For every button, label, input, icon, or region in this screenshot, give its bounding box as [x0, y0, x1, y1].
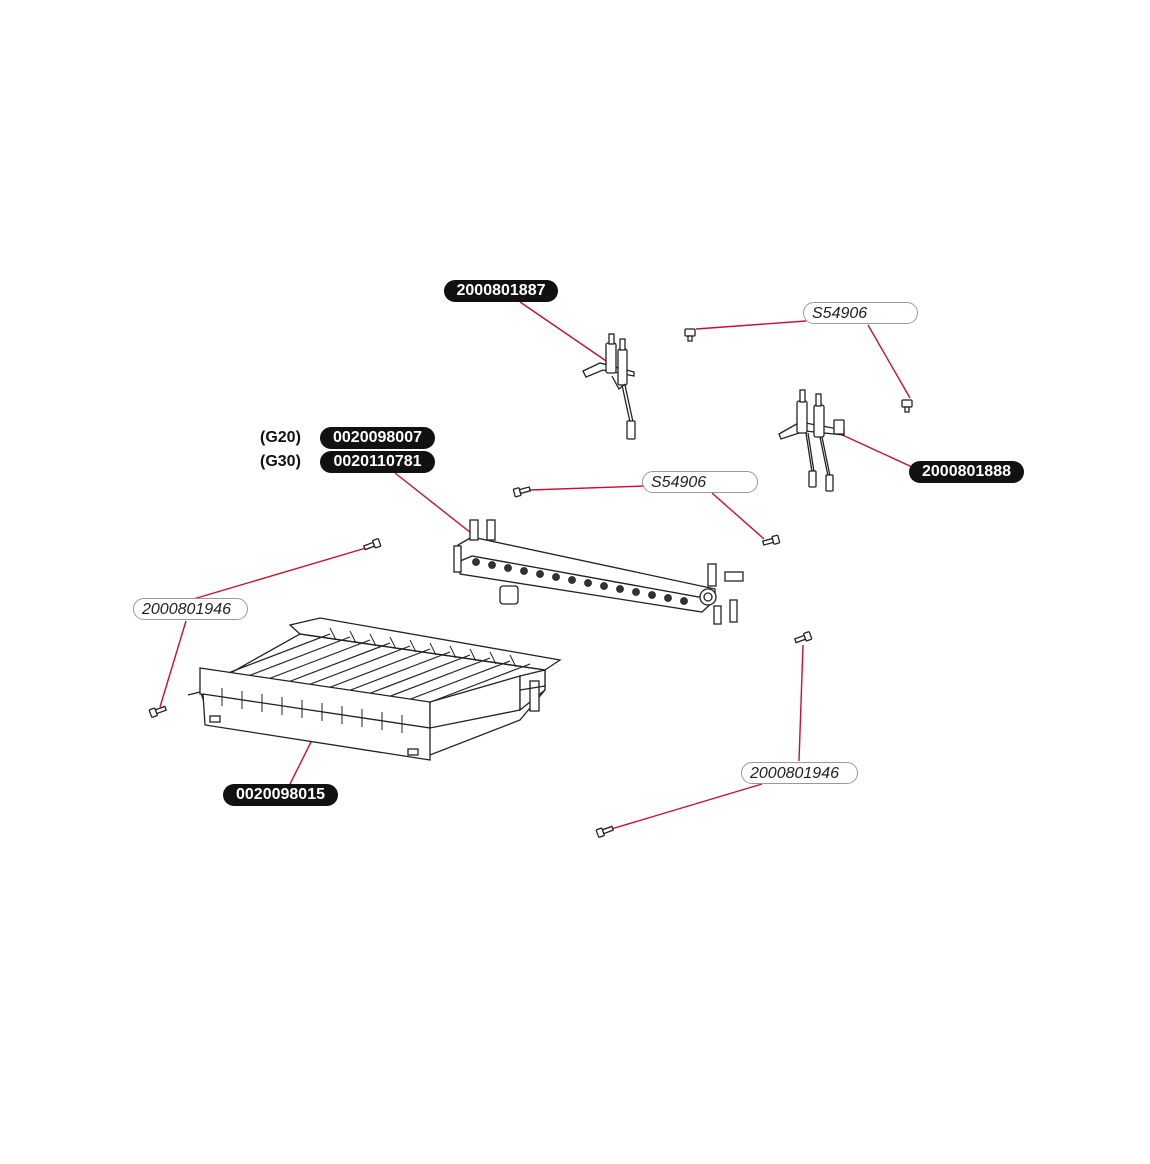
leader-screw-top-b	[867, 324, 911, 399]
leader-screw-mid-b	[711, 492, 765, 540]
burner-tubes	[214, 633, 531, 709]
gas-type-g20: (G20)	[260, 429, 301, 446]
screw-left-lower	[148, 705, 168, 718]
screw-left-upper	[362, 538, 382, 551]
callout-ignition-electrode: 2000801888	[909, 461, 1024, 483]
callout-burner-manifold-g30: 0020110781	[320, 451, 435, 473]
callout-screw-mid: S54906	[642, 471, 758, 493]
screw-right-lower	[595, 825, 615, 838]
screw-top-left	[684, 328, 696, 342]
leader-screw-left-a	[189, 547, 367, 601]
leader-ignition-electrode	[837, 432, 913, 468]
burner-front-slots	[221, 688, 403, 733]
screw-mid-right	[761, 534, 781, 546]
leader-screw-top-a	[695, 320, 807, 330]
screw-top-right	[901, 399, 913, 413]
burner-rear-rail-slots	[329, 627, 517, 668]
pilot-electrode-part	[582, 333, 636, 440]
leader-lines	[159, 301, 913, 831]
callout-screw-top: S54906	[803, 302, 918, 324]
gas-type-g30: (G30)	[260, 453, 301, 470]
screws	[148, 328, 913, 838]
callout-burner-manifold-g20: 0020098007	[320, 427, 435, 449]
leader-screw-right-a	[798, 644, 804, 762]
leader-pilot-electrode	[519, 301, 613, 366]
callout-burner-assembly: 0020098015	[223, 784, 338, 806]
callout-screw-right: 2000801946	[741, 762, 858, 784]
leader-screw-right-b	[607, 783, 763, 831]
ignition-electrode-part	[778, 389, 845, 492]
burner-manifold-part	[453, 519, 744, 625]
manifold-injectors	[472, 558, 688, 605]
leader-screw-left-b	[159, 620, 187, 708]
screw-mid-left	[512, 486, 532, 498]
screw-right-upper	[793, 631, 813, 644]
callout-screw-left: 2000801946	[133, 598, 248, 620]
callout-pilot-electrode: 2000801887	[444, 280, 558, 302]
burner-assembly-part	[187, 617, 562, 761]
leader-screw-mid-a	[529, 485, 645, 491]
leader-burner-assembly	[289, 739, 313, 785]
